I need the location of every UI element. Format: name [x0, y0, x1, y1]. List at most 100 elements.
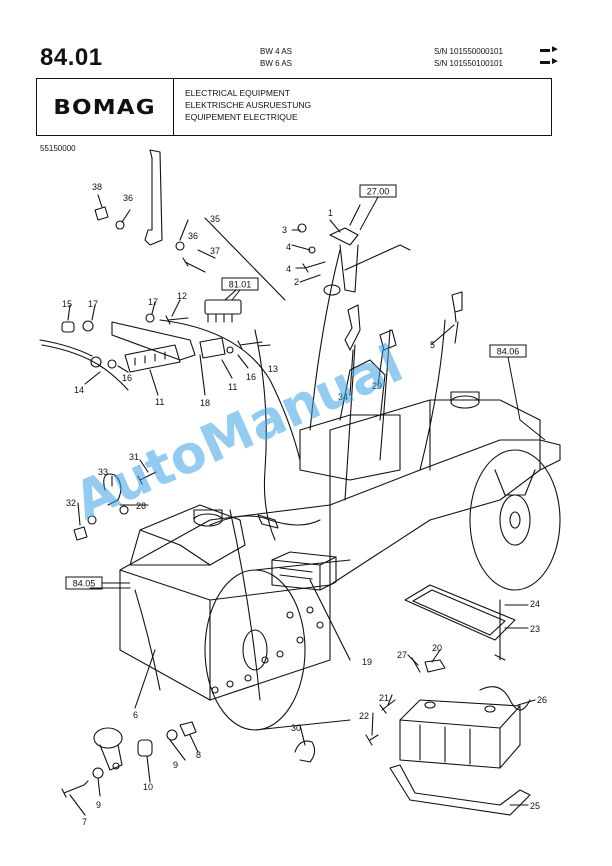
brand-logo: BOMAG — [53, 95, 157, 119]
washer — [145, 313, 155, 323]
bolt — [302, 261, 326, 273]
callout: 4 — [286, 264, 291, 274]
arrow-right-icon: ▬► — [540, 56, 560, 67]
mounting-bracket — [111, 321, 196, 361]
ref-84-05: 84.05 — [73, 579, 96, 589]
bolt — [61, 780, 89, 798]
nut — [94, 206, 109, 221]
washer — [87, 515, 97, 525]
callout: 8 — [196, 750, 201, 760]
frame-holes — [211, 606, 324, 694]
callout: 1 — [328, 208, 333, 218]
title-block: BOMAG ELECTRICAL EQUIPMENT ELEKTRISCHE A… — [36, 78, 552, 136]
watermark-text: AutoManual — [66, 334, 412, 532]
battery-tray — [389, 764, 531, 816]
page-number: 84.01 — [40, 44, 103, 71]
ref-27-00: 27.00 — [367, 187, 390, 197]
harness-cable — [229, 509, 261, 701]
battery-box — [271, 551, 337, 591]
cable — [479, 686, 531, 711]
callout: 9 — [173, 760, 178, 770]
nut — [61, 321, 75, 333]
callout: 9 — [96, 800, 101, 810]
ref-84-06: 84.06 — [497, 347, 520, 357]
harness-cable — [159, 319, 301, 461]
cable — [39, 339, 93, 357]
terminal — [424, 659, 446, 673]
callout: 37 — [210, 246, 220, 256]
callout: 17 — [148, 297, 158, 307]
harness-cable — [379, 329, 391, 461]
callout: 15 — [62, 299, 72, 309]
callout: 29 — [372, 381, 382, 391]
ignition-switch — [323, 227, 411, 296]
harness-cable — [419, 319, 446, 471]
logo-box: BOMAG — [37, 79, 174, 135]
callout: 6 — [133, 710, 138, 720]
nut — [73, 526, 88, 541]
callout: 28 — [136, 501, 146, 511]
callout: 26 — [537, 695, 547, 705]
callout: 7 — [82, 817, 87, 827]
washer — [297, 223, 307, 233]
title-german: ELEKTRISCHE AUSRUESTUNG — [185, 100, 312, 110]
callout: 23 — [530, 624, 540, 634]
title-french: EQUIPEMENT ELECTRIQUE — [185, 112, 298, 122]
bracket — [344, 304, 361, 351]
rear-drum — [469, 449, 561, 591]
callout: 31 — [129, 452, 139, 462]
washer — [82, 320, 94, 332]
washer — [226, 346, 234, 354]
reference-boxes: 27.00 81.01 84.06 84.05 — [65, 184, 546, 590]
callout: 11 — [155, 397, 164, 407]
callout: 22 — [359, 711, 369, 721]
serial-line-2: S/N 101550100101 — [434, 59, 503, 68]
nut — [179, 721, 197, 737]
callout: 4 — [286, 242, 291, 252]
bolt — [165, 315, 189, 325]
bracket — [144, 149, 163, 246]
callout: 17 — [88, 299, 98, 309]
callout: 10 — [143, 782, 153, 792]
bolt — [137, 471, 157, 485]
callout: 11 — [228, 382, 237, 392]
callout: 25 — [530, 801, 540, 811]
callout: 14 — [74, 385, 84, 395]
cable — [41, 344, 129, 391]
callout: 16 — [246, 372, 256, 382]
callout: 27 — [397, 650, 407, 660]
clamp — [294, 740, 316, 763]
model-line-1: BW 4 AS — [260, 47, 293, 56]
bolt — [182, 257, 206, 273]
sensor — [451, 291, 463, 323]
serial-line-1: S/N 101550000101 — [434, 47, 503, 56]
battery-frame — [404, 584, 516, 661]
callout: 5 — [430, 340, 435, 350]
harness-cable — [344, 344, 356, 501]
document-number: 55150000 — [40, 144, 76, 153]
battery — [399, 699, 521, 769]
callout: 35 — [210, 214, 220, 224]
callout: 38 — [92, 182, 102, 192]
bolt — [365, 734, 379, 746]
machine-body — [119, 359, 561, 701]
washer — [166, 729, 178, 741]
bolt — [237, 340, 263, 350]
clip — [379, 329, 397, 351]
callout: 21 — [379, 693, 389, 703]
callout: 36 — [188, 231, 198, 241]
callout: 20 — [432, 643, 442, 653]
callout: 12 — [177, 291, 187, 301]
washer — [119, 505, 129, 515]
arrow-right-icon: ▬► — [540, 44, 560, 55]
washer — [175, 241, 185, 251]
callouts: 1 2 3 4 4 5 6 7 8 9 9 10 11 11 12 13 14 … — [62, 182, 547, 827]
washer — [90, 356, 102, 368]
callout: 36 — [123, 193, 133, 203]
callout: 2 — [294, 277, 299, 287]
horn — [93, 727, 123, 771]
harness-cable — [134, 589, 161, 691]
callout: 19 — [362, 657, 372, 667]
callout: 30 — [291, 723, 301, 733]
fuse-block — [124, 344, 181, 373]
